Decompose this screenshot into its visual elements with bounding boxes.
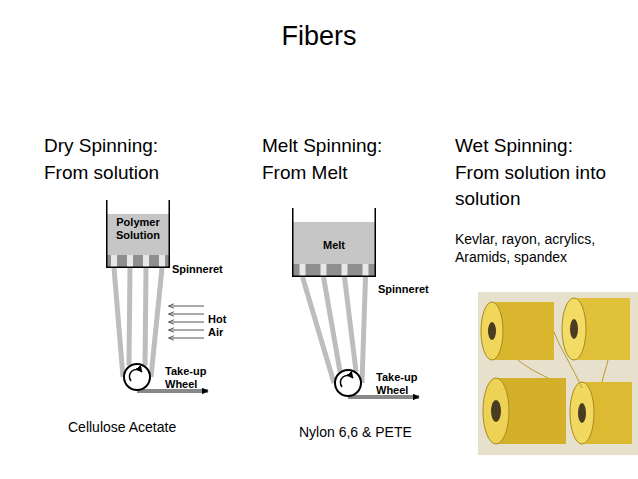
spinneret-hole — [159, 255, 165, 268]
method-subheading: From Melt — [262, 160, 447, 186]
part-label: Spinneret — [378, 283, 458, 296]
spinneret-plate — [292, 264, 376, 277]
spinneret-hole — [363, 264, 369, 277]
part-label: Hot Air — [208, 313, 234, 339]
wheel-label: Take-up Wheel — [165, 365, 217, 391]
spinneret-hole — [127, 255, 133, 268]
slide-title: Fibers — [0, 20, 638, 52]
wheel-outline — [123, 363, 151, 391]
spool — [481, 302, 554, 360]
method-subheading: From solution — [44, 160, 244, 186]
air-arrow — [169, 314, 204, 315]
hot-air-arrows — [169, 306, 204, 338]
tank-label: Polymer Solution — [106, 200, 170, 242]
spool-photo — [478, 292, 638, 455]
wheel-circle — [124, 364, 150, 390]
tank-label: Melt — [292, 208, 376, 252]
method-heading: Wet Spinning: — [455, 133, 633, 159]
air-arrow — [169, 338, 204, 339]
take-up-wheel: Take-up Wheel — [334, 369, 362, 397]
example-caption: Nylon 6,6 & PETE — [299, 423, 459, 441]
wheel-label: Take-up Wheel — [376, 371, 428, 397]
example-list: Kevlar, rayon, acrylics, Aramids, spande… — [455, 230, 633, 266]
photo-ground — [478, 292, 638, 455]
method-heading: Melt Spinning: — [262, 133, 447, 159]
spool — [562, 298, 630, 360]
spinneret-hole — [111, 255, 117, 268]
spinneret-plate — [106, 255, 170, 268]
part-label: Spinneret — [172, 263, 252, 276]
spool — [483, 378, 566, 444]
air-arrow — [169, 306, 204, 307]
tank-wall — [293, 208, 376, 276]
spool — [570, 382, 632, 444]
air-arrow — [169, 330, 204, 331]
polymer-tank: Melt — [292, 208, 376, 277]
air-arrow — [169, 322, 204, 323]
fiber-filaments — [303, 277, 366, 383]
method-subheading: From solution into solution — [455, 160, 633, 212]
spinneret-hole — [300, 264, 306, 277]
wheel-circle — [335, 370, 361, 396]
method-heading: Dry Spinning: — [44, 133, 244, 159]
take-up-wheel: Take-up Wheel — [123, 363, 151, 391]
rotation-arrow — [340, 375, 353, 387]
rotation-arrow — [129, 369, 142, 381]
spinneret-hole — [342, 264, 348, 277]
tank-wall — [107, 200, 170, 267]
threads — [518, 332, 608, 388]
wheel-outline — [334, 369, 362, 397]
spinneret-hole — [321, 264, 327, 277]
polymer-tank: Polymer Solution — [106, 200, 170, 268]
fiber-filaments — [114, 268, 162, 377]
spinneret-hole — [143, 255, 149, 268]
example-caption: Cellulose Acetate — [68, 418, 228, 436]
